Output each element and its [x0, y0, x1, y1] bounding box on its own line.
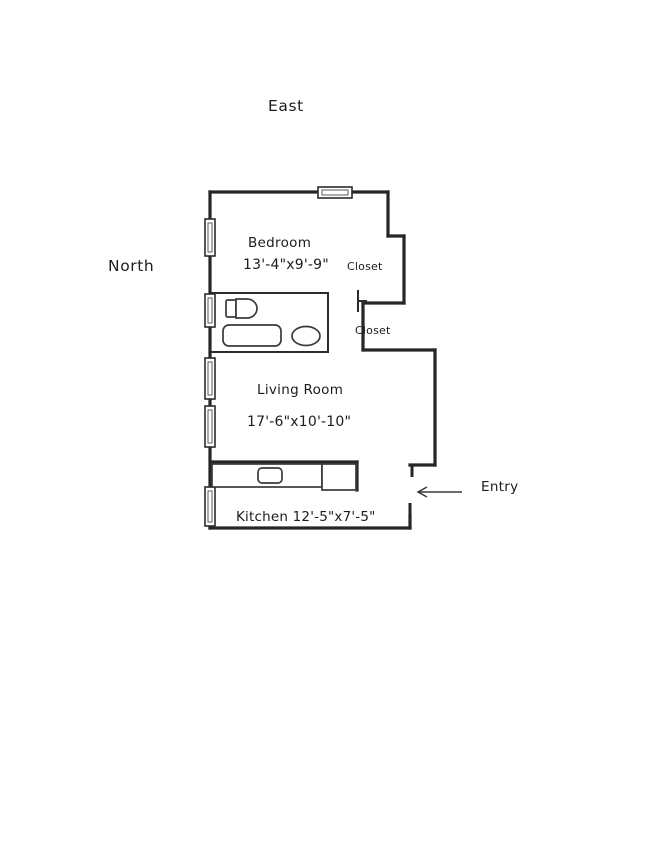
- window-north-4: [204, 405, 216, 448]
- room-dimensions-living-room: 17'-6"x10'-10": [247, 414, 351, 430]
- closet-label-lower: Closet: [355, 324, 391, 337]
- room-label-living-room: Living Room: [257, 382, 343, 398]
- entry-label: Entry: [481, 479, 518, 495]
- compass-label-east: East: [268, 97, 304, 115]
- bathtub-icon: [222, 324, 282, 347]
- closet-door-marks: [357, 290, 367, 312]
- toilet-tank-icon: [225, 299, 237, 318]
- compass-label-north: North: [108, 257, 154, 275]
- room-label-bedroom: Bedroom: [248, 235, 311, 251]
- bath-sink-icon: [291, 325, 321, 347]
- window-north-5: [204, 486, 216, 527]
- window-group-west: [204, 218, 216, 527]
- entry-arrow-head: [416, 486, 428, 498]
- bathroom-walls: [211, 292, 329, 353]
- room-dimensions-bedroom: 13'-4"x9'-9": [243, 257, 329, 273]
- entry-arrow-icon: [416, 486, 462, 498]
- window-north-3: [204, 357, 216, 400]
- kitchen-fixtures: [210, 460, 359, 492]
- window-north-1: [204, 218, 216, 257]
- window-east-1: [317, 186, 353, 199]
- closet-label-upper: Closet: [347, 260, 383, 273]
- window-north-2: [204, 293, 216, 328]
- room-label-kitchen: Kitchen 12'-5"x7'-5": [236, 509, 376, 525]
- stove-icon: [321, 463, 357, 491]
- toilet-bowl-icon: [235, 298, 258, 319]
- exterior-walls: [208, 190, 437, 530]
- kitchen-sink-icon: [257, 467, 283, 484]
- bathroom-fixtures: [222, 298, 321, 347]
